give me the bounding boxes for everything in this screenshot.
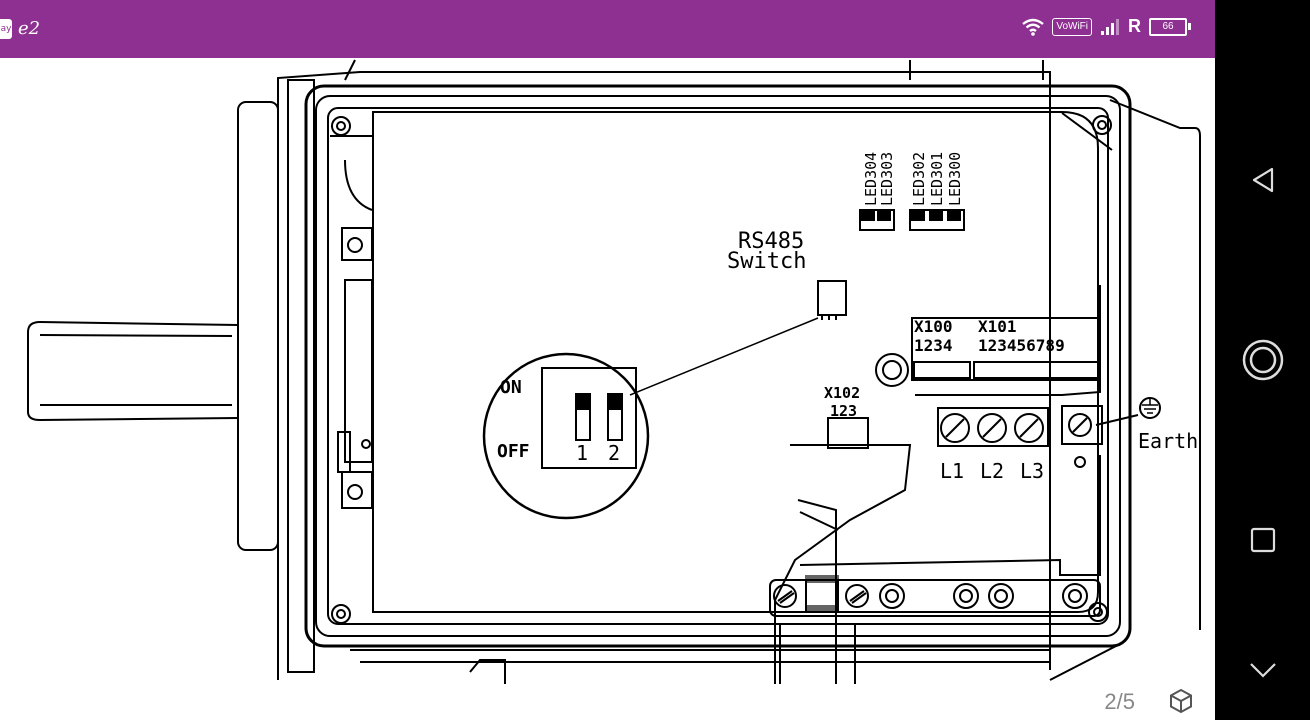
diagram-viewer[interactable]: LED304 LED303 LED302 LED301 LED300 RS485… [0, 58, 1215, 684]
status-bar: ay e2 VoWiFi R 66 [0, 0, 1215, 58]
home-button[interactable] [1215, 330, 1310, 390]
label-off: OFF [497, 441, 530, 462]
battery-level: 66 [1149, 17, 1187, 36]
led-labels: LED304 LED303 LED302 LED301 LED300 [862, 152, 964, 206]
collapse-nav-button[interactable] [1215, 640, 1310, 700]
wiring-diagram: LED304 LED303 LED302 LED301 LED300 RS485… [27, 59, 1201, 684]
wifi-icon [1022, 18, 1045, 36]
label-x101-pins: 123456789 [978, 336, 1065, 355]
label-l3: L3 [1020, 459, 1044, 483]
label-led303: LED303 [878, 152, 896, 206]
label-on: ON [500, 377, 522, 398]
label-l1: L1 [940, 459, 964, 483]
notification-app-badge: ay [0, 18, 12, 39]
label-x100: X100 [914, 317, 953, 336]
recents-button[interactable] [1215, 510, 1310, 570]
back-triangle-icon [1252, 167, 1273, 193]
label-x101: X101 [978, 317, 1017, 336]
label-x102-pins: 123 [830, 402, 857, 420]
viewer-footer: 2/5 [0, 684, 1215, 720]
page-counter: 2/5 [1104, 689, 1135, 714]
battery-tip [1188, 23, 1191, 30]
signal-icon [1101, 18, 1119, 35]
label-x102: X102 [824, 384, 860, 402]
vowifi-indicator: VoWiFi [1052, 17, 1092, 36]
roaming-indicator: R [1128, 16, 1141, 36]
battery-icon: 66 [1149, 17, 1191, 36]
label-led300: LED300 [946, 152, 964, 206]
label-led304: LED304 [862, 152, 880, 206]
label-switch-2: 2 [608, 441, 620, 465]
label-led301: LED301 [928, 152, 946, 206]
chevron-down-icon [1249, 663, 1276, 678]
label-x100-pins: 1234 [914, 336, 953, 355]
label-switch: Switch [727, 249, 806, 274]
notification-app-icon: e2 [18, 18, 41, 39]
label-switch-1: 1 [576, 441, 588, 465]
cube-ar-icon[interactable] [1167, 687, 1195, 715]
label-led302: LED302 [910, 152, 928, 206]
back-button[interactable] [1215, 150, 1310, 210]
label-l2: L2 [980, 459, 1004, 483]
navigation-bar [1215, 0, 1310, 720]
home-circle-icon [1242, 339, 1283, 381]
label-rs485: RS485 [738, 229, 804, 254]
recents-square-icon [1250, 527, 1275, 553]
label-earth: Earth [1138, 429, 1198, 453]
